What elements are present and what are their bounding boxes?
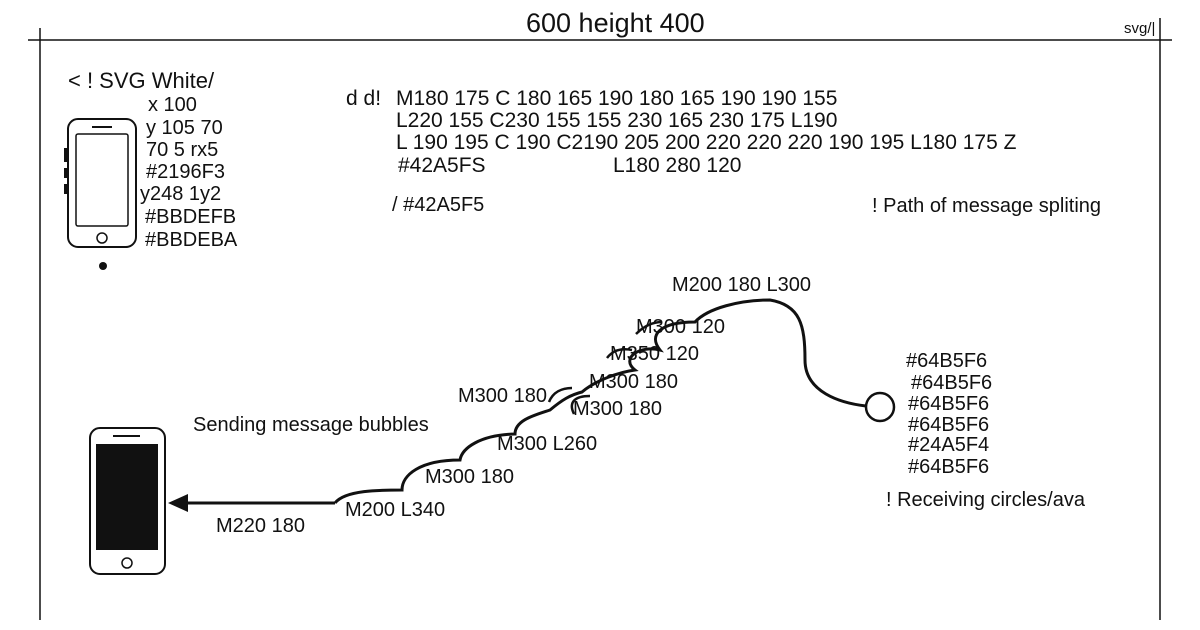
curve-label: M300 L260 xyxy=(497,433,598,455)
curve-label: M350 120 xyxy=(610,343,699,365)
receiving-color: #64B5F6 xyxy=(908,414,990,436)
curve-label: M300 120 xyxy=(636,316,725,338)
message-split-path xyxy=(333,298,867,505)
arrow-head-icon xyxy=(168,494,188,512)
curve-hook xyxy=(606,348,633,359)
small-phone-icon xyxy=(64,118,137,248)
curve-label: M300 180 xyxy=(458,385,547,407)
left-panel-heading: < ! SVG White/ xyxy=(68,68,215,93)
top-right-label: svg/| xyxy=(1124,20,1156,37)
left-panel-line: #BBDEFB xyxy=(145,206,237,228)
left-panel-line: #2196F3 xyxy=(146,161,225,183)
receiving-label: ! Receiving circles/ava xyxy=(886,489,1085,511)
curve-label: M200 180 L300 xyxy=(672,274,812,296)
left-panel-line: y248 1y2 xyxy=(140,183,222,205)
path-code-prefix: d d! xyxy=(346,87,382,110)
left-panel-line: y 105 70 xyxy=(146,117,223,139)
receiving-color: #64B5F6 xyxy=(911,372,993,394)
curve-hook xyxy=(547,386,573,403)
large-phone-icon xyxy=(89,427,166,575)
receiving-circle xyxy=(864,391,896,423)
page-title: 600 height 400 xyxy=(526,8,705,38)
fill-color-label: / #42A5F5 xyxy=(392,194,485,216)
receiving-color: #64B5F6 xyxy=(908,456,990,478)
curve-label: M300 180 xyxy=(425,466,514,488)
curve-hook xyxy=(570,394,591,415)
dot-marker xyxy=(99,262,107,270)
path-code-line: L 190 195 C 190 C2190 205 200 220 220 22… xyxy=(396,131,1017,154)
path-code-line: #42A5FS xyxy=(398,154,486,177)
left-panel-line: x 100 xyxy=(148,94,197,116)
path-code-line: L220 155 C230 155 155 230 165 230 175 L1… xyxy=(396,109,838,132)
path-code-extra: L180 280 120 xyxy=(613,154,742,177)
path-note: ! Path of message spliting xyxy=(872,195,1102,217)
path-code-line: M180 175 C 180 165 190 180 165 190 190 1… xyxy=(396,87,838,110)
curve-hook xyxy=(635,320,663,335)
curve-label: M220 180 xyxy=(216,515,305,537)
receiving-color: #64B5F6 xyxy=(906,350,988,372)
sending-label: Sending message bubbles xyxy=(193,414,429,436)
left-panel-line: #BBDEBA xyxy=(145,229,238,251)
receiving-color: #24A5F4 xyxy=(908,434,990,456)
curve-label: M300 180 xyxy=(573,398,662,420)
curve-label: M200 L340 xyxy=(345,499,446,521)
left-panel-line: 70 5 rx5 xyxy=(146,139,219,161)
receiving-color: #64B5F6 xyxy=(908,393,990,415)
curve-label: M300 180 xyxy=(589,371,678,393)
